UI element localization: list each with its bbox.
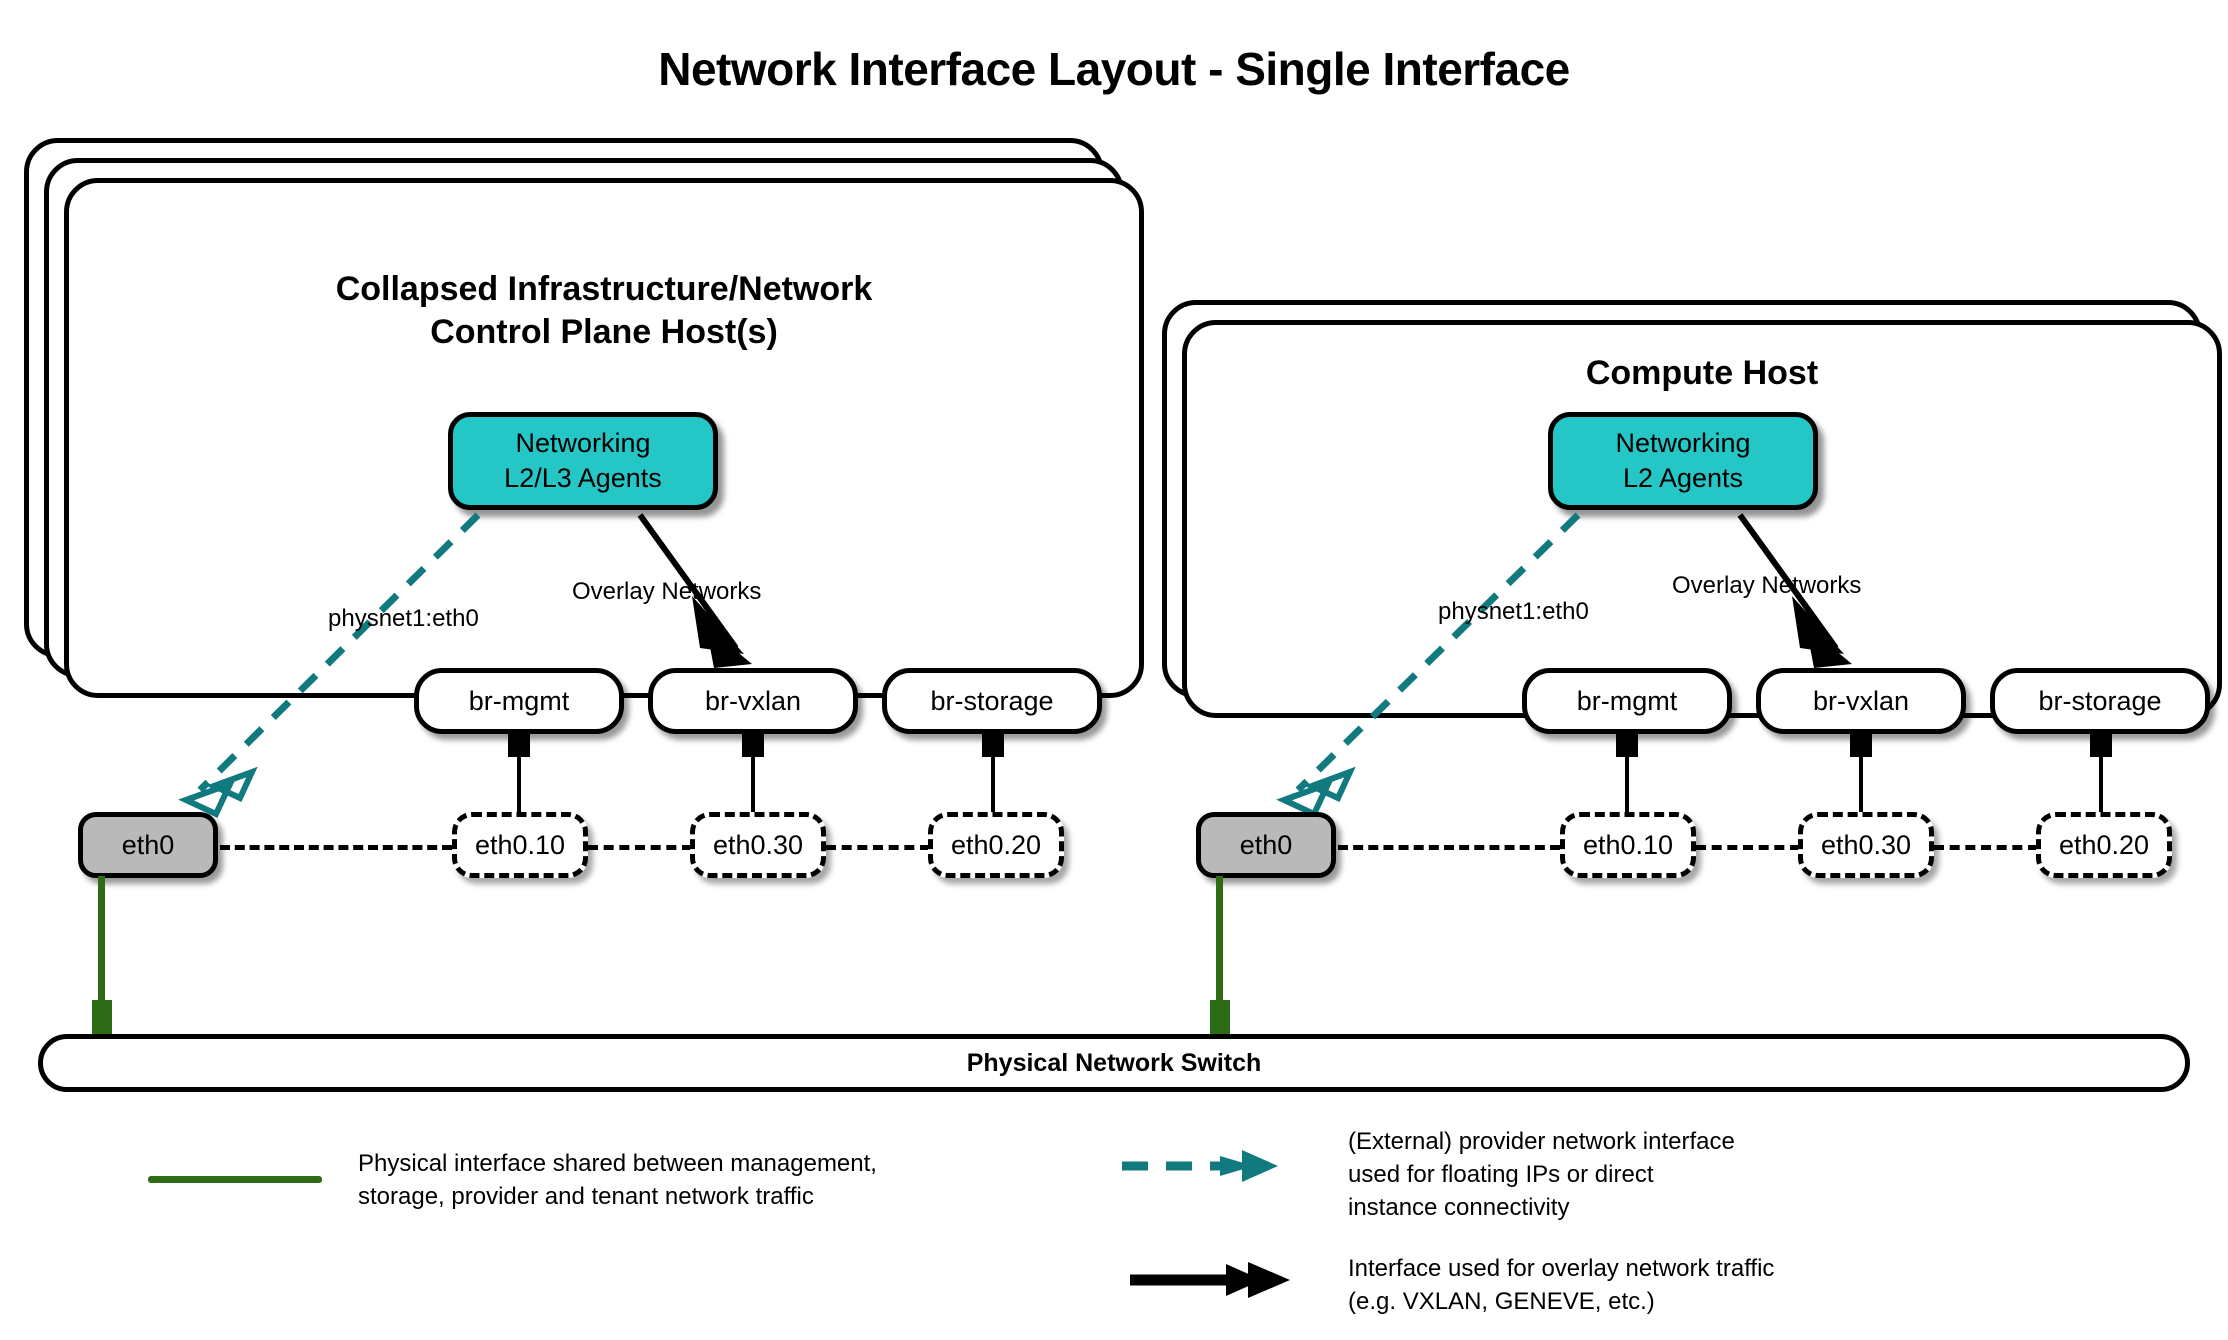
vlan-eth0-10-control-plane[interactable]: eth0.10 bbox=[452, 812, 588, 878]
provider-arrowhead-icon bbox=[1276, 766, 1356, 818]
overlay-edge-compute bbox=[1737, 513, 1852, 668]
agent-label-line-2: L2 Agents bbox=[1622, 463, 1744, 493]
link-br-storage-to-eth0-20 bbox=[991, 755, 995, 815]
vlan-label: eth0.30 bbox=[712, 829, 804, 860]
bridge-label: br-vxlan bbox=[1812, 685, 1910, 716]
physical-cable-compute bbox=[1216, 876, 1223, 1022]
agent-label-line-1: Networking bbox=[515, 427, 651, 458]
bridge-br-mgmt-control-plane[interactable]: br-mgmt bbox=[414, 668, 624, 734]
agent-label-line-1: Networking bbox=[1615, 427, 1751, 458]
vlan-eth0-30-compute[interactable]: eth0.30 bbox=[1798, 812, 1934, 878]
provider-arrowhead-icon bbox=[178, 766, 258, 818]
bridge-br-vxlan-compute[interactable]: br-vxlan bbox=[1756, 668, 1966, 734]
link-br-storage-to-eth0-20 bbox=[2099, 755, 2103, 815]
bridge-port-br-mgmt bbox=[508, 731, 530, 757]
trunk-eth0-30-to-eth0-20 bbox=[1934, 845, 2038, 850]
legend-label-physical: Physical interface shared between manage… bbox=[358, 1150, 877, 1211]
overlay-arrowhead-icon bbox=[1792, 596, 1852, 668]
provider-dashed-line bbox=[1295, 512, 1581, 793]
host-title-compute: Compute Host bbox=[1182, 352, 2222, 395]
overlay-line bbox=[637, 513, 739, 650]
overlay-line bbox=[1737, 513, 1839, 650]
legend-double-chevron-icon bbox=[1226, 1262, 1290, 1298]
provider-edge-label-control-plane: physnet1:eth0 bbox=[328, 605, 479, 632]
page-title: Network Interface Layout - Single Interf… bbox=[658, 43, 1570, 95]
overlay-edge-label-control-plane: Overlay Networks bbox=[572, 578, 762, 605]
trunk-eth0-10-to-eth0-30 bbox=[588, 845, 692, 850]
host-title-line-1: Compute Host bbox=[1585, 354, 1819, 392]
vlan-label: eth0.30 bbox=[1820, 829, 1912, 860]
vlan-label: eth0.10 bbox=[1582, 829, 1674, 860]
trunk-eth0-to-eth0-10 bbox=[220, 845, 452, 850]
bridge-label: br-vxlan bbox=[704, 685, 802, 716]
bridge-port-br-vxlan bbox=[742, 731, 764, 757]
physical-nic-eth0-control-plane[interactable]: eth0 bbox=[78, 812, 218, 878]
trunk-eth0-to-eth0-10 bbox=[1338, 845, 1560, 850]
bridge-br-mgmt-compute[interactable]: br-mgmt bbox=[1522, 668, 1732, 734]
provider-dashed-line bbox=[197, 512, 481, 793]
overlay-edge-label-compute: Overlay Networks bbox=[1672, 572, 1862, 599]
trunk-eth0-30-to-eth0-20 bbox=[826, 845, 930, 850]
physical-network-switch[interactable]: Physical Network Switch bbox=[38, 1034, 2190, 1092]
networking-agents-box-control-plane[interactable]: Networking L2/L3 Agents bbox=[448, 412, 718, 510]
overlay-edge-control-plane bbox=[637, 513, 752, 668]
bridge-port-br-storage bbox=[2090, 731, 2112, 757]
bridge-label: br-storage bbox=[2038, 685, 2162, 716]
host-title-line-1: Collapsed Infrastructure/Network bbox=[335, 270, 873, 308]
provider-edge-label-compute: physnet1:eth0 bbox=[1438, 598, 1589, 625]
bridge-port-br-storage bbox=[982, 731, 1004, 757]
bridge-br-storage-compute[interactable]: br-storage bbox=[1990, 668, 2210, 734]
physical-nic-eth0-compute[interactable]: eth0 bbox=[1196, 812, 1336, 878]
bridge-port-br-mgmt bbox=[1616, 731, 1638, 757]
vlan-label: eth0.10 bbox=[474, 829, 566, 860]
legend-marker-overlay-arrow-icon bbox=[1130, 1262, 1290, 1298]
bridge-port-br-vxlan bbox=[1850, 731, 1872, 757]
nic-label: eth0 bbox=[1239, 829, 1293, 860]
link-br-vxlan-to-eth0-30 bbox=[751, 755, 755, 815]
vlan-label: eth0.20 bbox=[2058, 829, 2150, 860]
vlan-eth0-20-control-plane[interactable]: eth0.20 bbox=[928, 812, 1064, 878]
legend-marker-provider-arrow-icon bbox=[1122, 1150, 1278, 1182]
physical-cable-plug-compute bbox=[1210, 1000, 1230, 1040]
link-br-mgmt-to-eth0-10 bbox=[517, 755, 521, 815]
vlan-eth0-10-compute[interactable]: eth0.10 bbox=[1560, 812, 1696, 878]
host-title-control-plane: Collapsed Infrastructure/Network Control… bbox=[64, 268, 1144, 353]
overlay-arrowhead-icon bbox=[692, 596, 752, 668]
bridge-label: br-storage bbox=[930, 685, 1054, 716]
legend-label-provider: (External) provider network interface us… bbox=[1348, 1128, 1735, 1222]
networking-agents-box-compute[interactable]: Networking L2 Agents bbox=[1548, 412, 1818, 510]
physical-cable-control-plane bbox=[98, 876, 105, 1022]
trunk-eth0-10-to-eth0-30 bbox=[1696, 845, 1800, 850]
bridge-label: br-mgmt bbox=[468, 685, 570, 716]
provider-edge-compute bbox=[1276, 512, 1581, 818]
bridge-label: br-mgmt bbox=[1576, 685, 1678, 716]
legend-double-chevron-icon bbox=[1220, 1150, 1278, 1182]
link-br-vxlan-to-eth0-30 bbox=[1859, 755, 1863, 815]
vlan-eth0-20-compute[interactable]: eth0.20 bbox=[2036, 812, 2172, 878]
host-title-line-2: Control Plane Host(s) bbox=[430, 312, 778, 351]
vlan-label: eth0.20 bbox=[950, 829, 1042, 860]
bridge-br-storage-control-plane[interactable]: br-storage bbox=[882, 668, 1102, 734]
provider-edge-control-plane bbox=[178, 512, 481, 818]
switch-label: Physical Network Switch bbox=[966, 1048, 1262, 1077]
physical-cable-plug-control-plane bbox=[92, 1000, 112, 1040]
legend-marker-physical-line bbox=[148, 1176, 322, 1183]
vlan-eth0-30-control-plane[interactable]: eth0.30 bbox=[690, 812, 826, 878]
link-br-mgmt-to-eth0-10 bbox=[1625, 755, 1629, 815]
agent-label-line-2: L2/L3 Agents bbox=[504, 463, 662, 493]
legend-label-overlay: Interface used for overlay network traff… bbox=[1348, 1255, 1775, 1316]
host-stack-layer-1 bbox=[1182, 320, 2222, 718]
nic-label: eth0 bbox=[121, 829, 175, 860]
